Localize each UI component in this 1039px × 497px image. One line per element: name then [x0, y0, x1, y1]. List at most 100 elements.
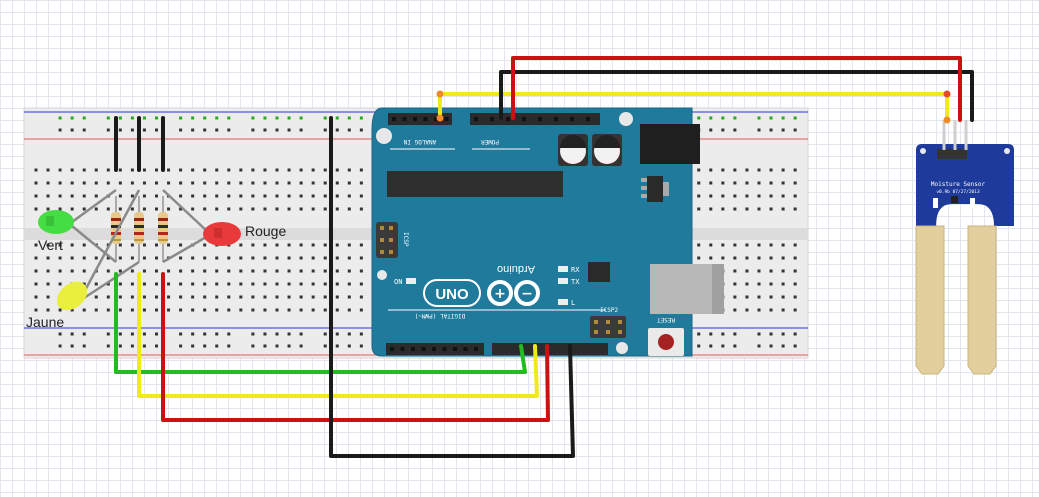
terminal-hole: [118, 194, 122, 198]
terminal-hole: [311, 168, 315, 172]
terminal-hole: [311, 181, 315, 185]
header-pin[interactable]: [586, 117, 590, 121]
rail-hole: [215, 116, 219, 120]
mount-hole: [376, 128, 392, 144]
header-pin[interactable]: [463, 347, 468, 351]
rx-label: RX: [571, 266, 580, 274]
header-pin[interactable]: [506, 117, 510, 121]
terminal-hole: [793, 256, 797, 260]
rail-hole: [769, 128, 773, 132]
terminal-hole: [757, 295, 761, 299]
terminal-hole: [757, 269, 761, 273]
header-pin[interactable]: [453, 347, 457, 351]
terminal-hole: [781, 282, 785, 286]
header-pin[interactable]: [411, 347, 415, 351]
header-pin[interactable]: [390, 347, 394, 351]
header-pin[interactable]: [474, 347, 478, 351]
header-pin[interactable]: [444, 117, 449, 121]
terminal-hole: [106, 295, 110, 299]
terminal-hole: [155, 181, 158, 185]
terminal-hole: [94, 181, 98, 185]
terminal-hole: [311, 207, 315, 211]
terminal-hole: [347, 194, 351, 198]
rail-hole: [155, 332, 158, 336]
terminal-hole: [697, 194, 701, 198]
terminal-hole: [203, 269, 207, 273]
rail-hole: [359, 332, 363, 336]
led-jaune: [56, 281, 88, 311]
reset-button[interactable]: [648, 328, 684, 356]
terminal-hole: [793, 269, 797, 273]
wire-led-rouge-d12[interactable]: [161, 272, 550, 422]
header-pin[interactable]: [490, 117, 494, 121]
terminal-hole: [106, 308, 110, 312]
terminal-hole: [745, 207, 749, 211]
terminal-hole: [118, 168, 122, 172]
terminal-hole: [709, 194, 713, 198]
header-pin[interactable]: [421, 347, 426, 351]
header-pin[interactable]: [474, 117, 478, 121]
terminal-hole: [275, 207, 279, 211]
terminal-hole: [287, 269, 291, 273]
terminal-hole: [46, 269, 50, 273]
terminal-hole: [215, 194, 219, 198]
rail-hole: [191, 116, 195, 120]
terminal-hole: [299, 256, 303, 260]
header-pin[interactable]: [442, 347, 447, 351]
wire-sensor-sig-a1[interactable]: [438, 92, 949, 122]
rail-hole: [106, 344, 110, 348]
wire-sensor-vcc-5v[interactable]: [511, 56, 962, 122]
terminal-hole: [46, 194, 50, 198]
header-pin[interactable]: [538, 117, 542, 121]
terminal-hole: [793, 282, 797, 286]
rail-hole: [155, 116, 158, 120]
terminal-hole: [335, 308, 339, 312]
rail-hole: [70, 116, 74, 120]
header-pin[interactable]: [432, 347, 436, 351]
header-pin[interactable]: [392, 117, 396, 121]
rail-hole: [263, 116, 267, 120]
wire-sensor-gnd[interactable]: [499, 70, 974, 122]
terminal-hole: [130, 282, 134, 286]
terminal-hole: [179, 269, 183, 273]
terminal-hole: [275, 243, 279, 247]
wire-led-jaune-d11[interactable]: [137, 272, 539, 398]
terminal-hole: [142, 181, 146, 185]
tx-label: TX: [571, 278, 580, 286]
header-pin[interactable]: [570, 117, 574, 121]
mount-hole: [619, 112, 633, 126]
terminal-hole: [781, 168, 785, 172]
rail-hole: [359, 344, 363, 348]
terminal-hole: [118, 295, 122, 299]
header-pin[interactable]: [423, 117, 428, 121]
terminal-hole: [215, 308, 219, 312]
rail-hole: [721, 332, 725, 336]
rail-hole: [769, 332, 773, 336]
terminal-hole: [34, 181, 38, 185]
terminal-hole: [263, 308, 267, 312]
header-pin[interactable]: [402, 117, 407, 121]
wire-led-vert-d10[interactable]: [114, 272, 527, 374]
icsp-header: [376, 222, 398, 258]
terminal-hole: [287, 207, 291, 211]
terminal-hole: [251, 181, 255, 185]
rail-hole: [299, 116, 303, 120]
terminal-hole: [335, 194, 339, 198]
terminal-hole: [709, 181, 713, 185]
breadboard-holes: [34, 116, 797, 348]
terminal-hole: [118, 243, 122, 247]
header-pin[interactable]: [400, 347, 405, 351]
terminal-hole: [733, 181, 737, 185]
terminal-hole: [263, 282, 267, 286]
rail-hole: [142, 332, 146, 336]
rail-hole: [82, 128, 86, 132]
terminal-hole: [82, 168, 86, 172]
header-pin[interactable]: [413, 117, 417, 121]
wire-gnd-digital[interactable]: [329, 116, 575, 458]
header-pin[interactable]: [434, 117, 438, 121]
header-pin[interactable]: [554, 117, 558, 121]
terminal-hole: [179, 207, 183, 211]
rail-hole: [287, 116, 291, 120]
rail-hole: [58, 344, 62, 348]
header-pin[interactable]: [522, 117, 526, 121]
